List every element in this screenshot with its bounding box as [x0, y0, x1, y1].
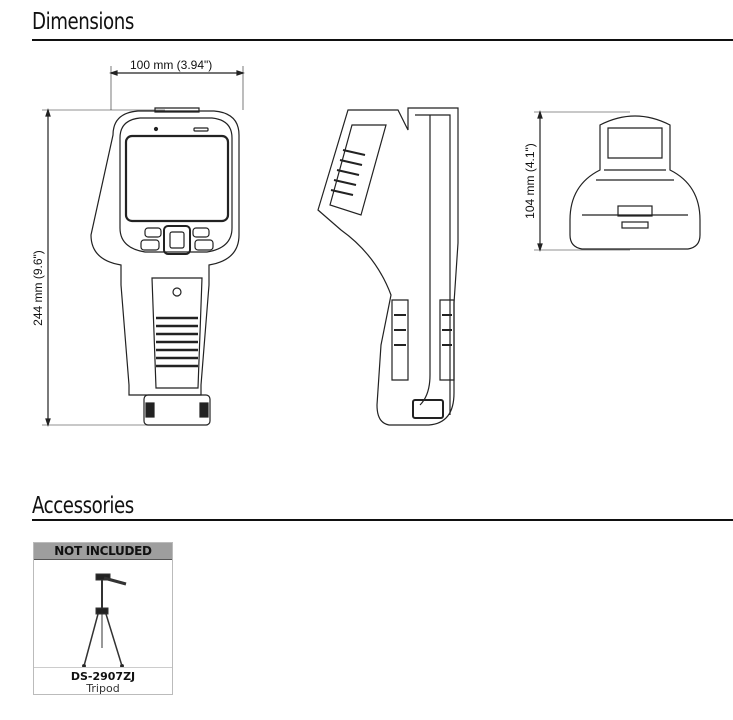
width-label: 100 mm (3.94") — [130, 58, 213, 72]
tripod-image — [34, 560, 172, 668]
accessories-rule — [32, 519, 733, 521]
height-label: 244 mm (9.6") — [31, 250, 45, 326]
tripod-icon — [82, 573, 127, 667]
height-dimension-line — [42, 108, 165, 427]
accessories-heading: Accessories — [32, 493, 134, 519]
dimensions-heading: Dimensions — [32, 9, 134, 35]
top-view-drawing — [569, 115, 701, 250]
accessory-card-tripod: NOT INCLUDED DS-2907ZJ Tripod — [33, 542, 173, 695]
depth-label: 104 mm (4.1") — [523, 143, 537, 219]
accessory-name: Tripod — [86, 682, 120, 695]
accessory-code: DS-2907ZJ — [70, 670, 136, 683]
side-view-drawing — [317, 107, 459, 426]
front-view-drawing — [90, 107, 240, 426]
depth-dimension-line — [534, 110, 630, 252]
width-dimension-line — [109, 66, 245, 110]
dimensions-rule — [32, 39, 733, 41]
not-included-badge: NOT INCLUDED — [34, 543, 172, 560]
